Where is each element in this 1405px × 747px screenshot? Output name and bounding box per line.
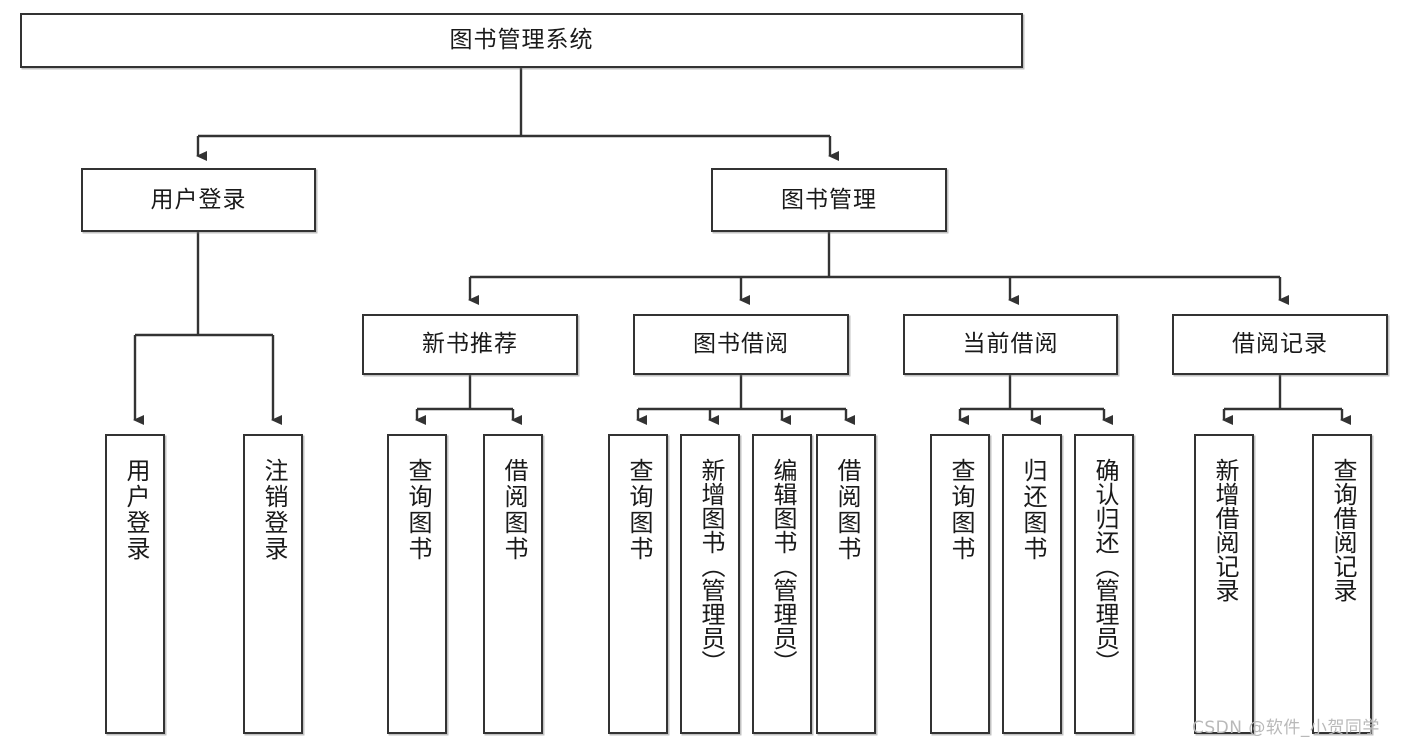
leaf-add-borrow-record[interactable]: 新增借阅记录	[1194, 434, 1254, 734]
csdn-watermark: CSDN @软件_小贺同学	[1192, 718, 1380, 738]
leaf-label: 新增借阅记录	[1210, 458, 1239, 602]
leaf-label: 新增图书（管理员）	[696, 458, 725, 674]
node-current-borrow-label: 当前借阅	[962, 331, 1059, 358]
leaf-add-book-admin[interactable]: 新增图书（管理员）	[680, 434, 740, 734]
leaf-label: 编辑图书（管理员）	[768, 458, 797, 674]
leaf-label: 查询借阅记录	[1328, 458, 1357, 602]
leaf-query-book-recommend[interactable]: 查询图书	[387, 434, 447, 734]
node-book-management[interactable]: 图书管理	[711, 168, 947, 232]
node-borrow-record[interactable]: 借阅记录	[1172, 314, 1388, 375]
leaf-return-book[interactable]: 归还图书	[1002, 434, 1062, 734]
node-new-book-recommend-label: 新书推荐	[422, 331, 518, 358]
leaf-label: 查询图书	[946, 458, 975, 562]
leaf-label: 查询图书	[403, 458, 432, 562]
leaf-query-borrow-record[interactable]: 查询借阅记录	[1312, 434, 1372, 734]
leaf-label: 确认归还（管理员）	[1090, 458, 1119, 674]
leaf-query-book-current[interactable]: 查询图书	[930, 434, 990, 734]
leaf-label: 用户登录	[121, 458, 150, 562]
leaf-borrow-book-recommend[interactable]: 借阅图书	[483, 434, 543, 734]
node-user-login[interactable]: 用户登录	[81, 168, 316, 232]
leaf-user-login[interactable]: 用户登录	[105, 434, 165, 734]
node-current-borrow[interactable]: 当前借阅	[903, 314, 1118, 375]
leaf-label: 借阅图书	[499, 458, 528, 562]
node-book-borrow[interactable]: 图书借阅	[633, 314, 849, 375]
node-user-login-label: 用户登录	[150, 186, 247, 213]
leaf-logout[interactable]: 注销登录	[243, 434, 303, 734]
leaf-label: 注销登录	[259, 458, 288, 562]
leaf-edit-book-admin[interactable]: 编辑图书（管理员）	[752, 434, 812, 734]
leaf-borrow-book[interactable]: 借阅图书	[816, 434, 876, 734]
node-book-borrow-label: 图书借阅	[693, 331, 789, 358]
node-root-label: 图书管理系统	[449, 27, 594, 54]
leaf-confirm-return-admin[interactable]: 确认归还（管理员）	[1074, 434, 1134, 734]
node-root[interactable]: 图书管理系统	[20, 13, 1023, 68]
leaf-label: 借阅图书	[832, 458, 861, 562]
leaf-label: 归还图书	[1018, 458, 1047, 562]
leaf-label: 查询图书	[624, 458, 653, 562]
node-new-book-recommend[interactable]: 新书推荐	[362, 314, 578, 375]
node-book-management-label: 图书管理	[781, 186, 877, 213]
leaf-query-book-borrow[interactable]: 查询图书	[608, 434, 668, 734]
node-borrow-record-label: 借阅记录	[1232, 331, 1328, 358]
